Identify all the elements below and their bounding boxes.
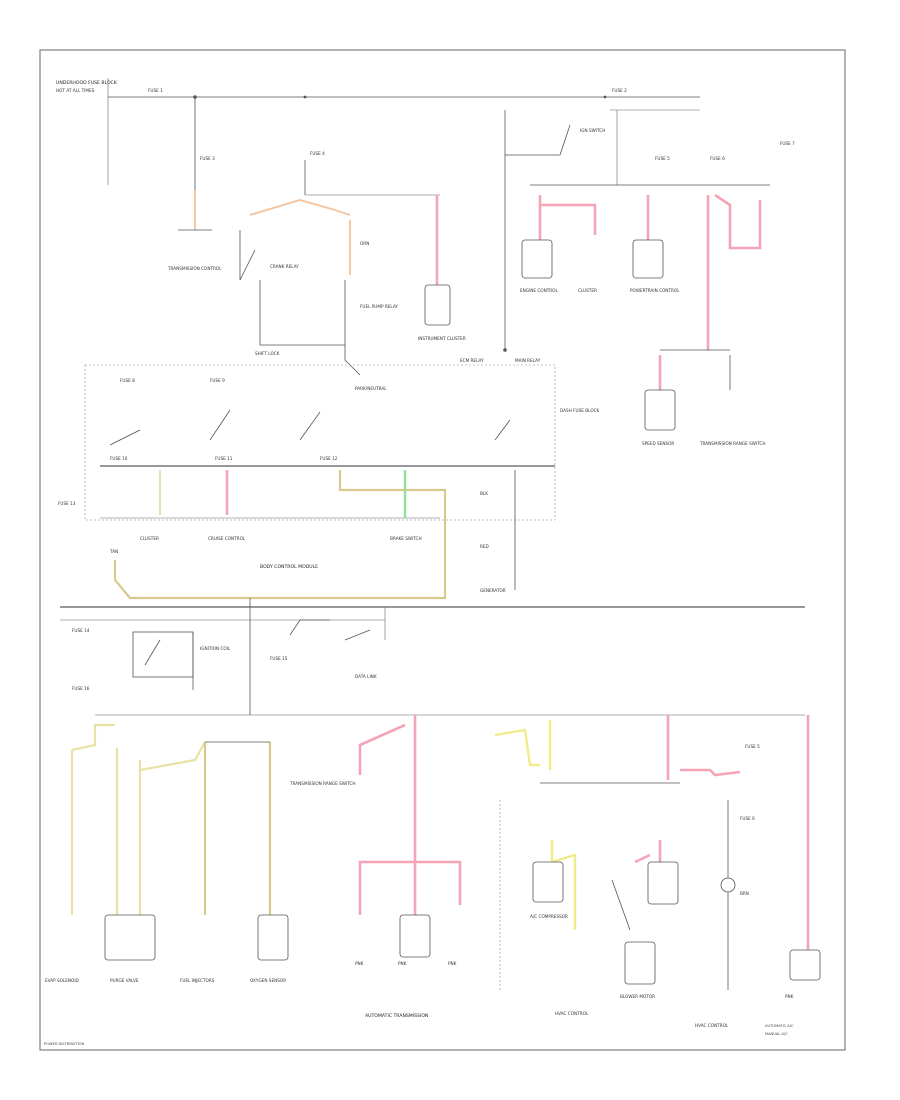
svg-text:FUSE 5: FUSE 5	[655, 156, 670, 161]
splice-dot	[303, 95, 307, 99]
switch-contact	[494, 419, 511, 441]
svg-text:PNK: PNK	[398, 961, 407, 966]
svg-text:IGNITION COIL: IGNITION COIL	[200, 646, 231, 651]
svg-text:ENGINE CONTROL: ENGINE CONTROL	[520, 288, 558, 293]
svg-text:FUSE 2: FUSE 2	[612, 88, 627, 93]
lamp-icon	[720, 877, 736, 893]
legend: AUTOMATIC A/C MANUAL A/C	[765, 1024, 794, 1036]
svg-text:CLUSTER: CLUSTER	[140, 536, 159, 541]
svg-text:BRAKE SWITCH: BRAKE SWITCH	[390, 536, 422, 541]
svg-text:HVAC CONTROL: HVAC CONTROL	[695, 1023, 729, 1028]
svg-text:FUEL INJECTORS: FUEL INJECTORS	[180, 978, 215, 983]
svg-text:CRUISE CONTROL: CRUISE CONTROL	[208, 536, 246, 541]
svg-text:CLUSTER: CLUSTER	[578, 288, 597, 293]
svg-text:FUSE 6: FUSE 6	[710, 156, 725, 161]
svg-text:FUSE 15: FUSE 15	[270, 656, 288, 661]
powertrain-control-connector	[632, 239, 664, 279]
connector	[647, 861, 679, 905]
svg-text:FUSE 9: FUSE 9	[210, 378, 225, 383]
svg-text:A/C COMPRESSOR: A/C COMPRESSOR	[530, 914, 568, 919]
svg-text:SHIFT LOCK: SHIFT LOCK	[255, 351, 280, 356]
svg-text:TRANSMISSION CONTROL: TRANSMISSION CONTROL	[167, 266, 222, 271]
svg-text:TAN: TAN	[109, 549, 118, 554]
svg-text:FUSE 10: FUSE 10	[110, 456, 128, 461]
svg-text:FUSE 12: FUSE 12	[320, 456, 338, 461]
connector	[257, 914, 289, 961]
svg-text:FUSE 8: FUSE 8	[120, 378, 135, 383]
svg-text:OXYGEN SENSOR: OXYGEN SENSOR	[250, 978, 286, 983]
svg-text:TRANSMISSION RANGE SWITCH: TRANSMISSION RANGE SWITCH	[699, 441, 766, 446]
crank-relay-switch	[239, 230, 256, 281]
ign-switch-contact	[505, 124, 571, 156]
svg-text:PURGE VALVE: PURGE VALVE	[110, 978, 139, 983]
svg-text:PARK/NEUTRAL: PARK/NEUTRAL	[355, 386, 387, 391]
svg-text:PNK: PNK	[448, 961, 457, 966]
svg-text:PNK: PNK	[355, 961, 364, 966]
connector	[399, 914, 431, 958]
connector	[789, 949, 821, 981]
connector	[104, 914, 156, 961]
svg-text:EVAP SOLENOID: EVAP SOLENOID	[45, 978, 79, 983]
svg-text:CRANK RELAY: CRANK RELAY	[270, 264, 299, 269]
svg-text:FUSE 4: FUSE 4	[310, 151, 325, 156]
splice-dot	[603, 95, 607, 99]
speed-sensor-connector	[644, 389, 676, 431]
tan-wire	[240, 470, 447, 600]
svg-text:FUSE 14: FUSE 14	[72, 628, 90, 633]
svg-text:MAIN RELAY: MAIN RELAY	[515, 358, 541, 363]
svg-text:INSTRUMENT CLUSTER: INSTRUMENT CLUSTER	[418, 336, 466, 341]
tan-wire	[113, 560, 240, 600]
svg-text:FUSE 7: FUSE 7	[780, 141, 795, 146]
svg-text:AUTOMATIC TRANSMISSION: AUTOMATIC TRANSMISSION	[365, 1013, 428, 1019]
svg-text:DASH FUSE BLOCK: DASH FUSE BLOCK	[560, 408, 600, 413]
svg-text:FUSE 1: FUSE 1	[148, 88, 163, 93]
relay-box	[132, 631, 194, 678]
engine-control-connector	[521, 239, 553, 279]
svg-text:FUSE 16: FUSE 16	[72, 686, 90, 691]
svg-text:MANUAL A/C: MANUAL A/C	[765, 1032, 788, 1036]
svg-text:FUSE 6: FUSE 6	[740, 816, 755, 821]
yellow-wire	[494, 728, 540, 767]
svg-text:GENERATOR: GENERATOR	[480, 588, 506, 593]
svg-text:POWERTRAIN CONTROL: POWERTRAIN CONTROL	[630, 288, 680, 293]
svg-text:PNK: PNK	[785, 994, 794, 999]
svg-text:FUEL PUMP RELAY: FUEL PUMP RELAY	[360, 304, 398, 309]
svg-text:SPEED SENSOR: SPEED SENSOR	[642, 441, 674, 446]
page-title: POWER DISTRIBUTION	[44, 1042, 84, 1046]
svg-text:UNDERHOOD FUSE BLOCK: UNDERHOOD FUSE BLOCK	[56, 80, 118, 86]
svg-text:FUSE 5: FUSE 5	[745, 744, 760, 749]
svg-text:BRN: BRN	[740, 891, 749, 896]
svg-text:BLK: BLK	[480, 491, 488, 496]
svg-text:RED: RED	[480, 544, 489, 549]
svg-text:BLOWER MOTOR: BLOWER MOTOR	[620, 994, 655, 999]
svg-text:HVAC CONTROL: HVAC CONTROL	[555, 1011, 589, 1016]
svg-text:DATA LINK: DATA LINK	[355, 674, 377, 679]
svg-text:HOT AT ALL TIMES: HOT AT ALL TIMES	[56, 88, 95, 93]
blower-motor-connector	[624, 941, 656, 985]
body-control-module-box	[84, 364, 556, 521]
svg-text:FUSE 13: FUSE 13	[58, 501, 76, 506]
svg-text:FUSE 11: FUSE 11	[215, 456, 233, 461]
svg-text:BODY CONTROL MODULE: BODY CONTROL MODULE	[260, 564, 318, 570]
svg-text:ORN: ORN	[360, 241, 369, 246]
svg-text:FUSE 3: FUSE 3	[200, 156, 215, 161]
svg-text:TRANSMISSION RANGE SWITCH: TRANSMISSION RANGE SWITCH	[289, 781, 356, 786]
svg-text:ECM RELAY: ECM RELAY	[460, 358, 484, 363]
switch-contact	[109, 429, 141, 446]
pink-loop-wire	[714, 193, 762, 250]
svg-text:IGN SWITCH: IGN SWITCH	[580, 128, 605, 133]
underhood-fuse-label: UNDERHOOD FUSE BLOCK HOT AT ALL TIMES	[56, 78, 118, 185]
svg-text:AUTOMATIC A/C: AUTOMATIC A/C	[765, 1024, 794, 1028]
orange-wire	[249, 199, 351, 216]
diagram-frame	[39, 49, 846, 1051]
a-c-compressor-connector	[532, 861, 564, 903]
instrument-cluster-connector	[424, 284, 451, 326]
